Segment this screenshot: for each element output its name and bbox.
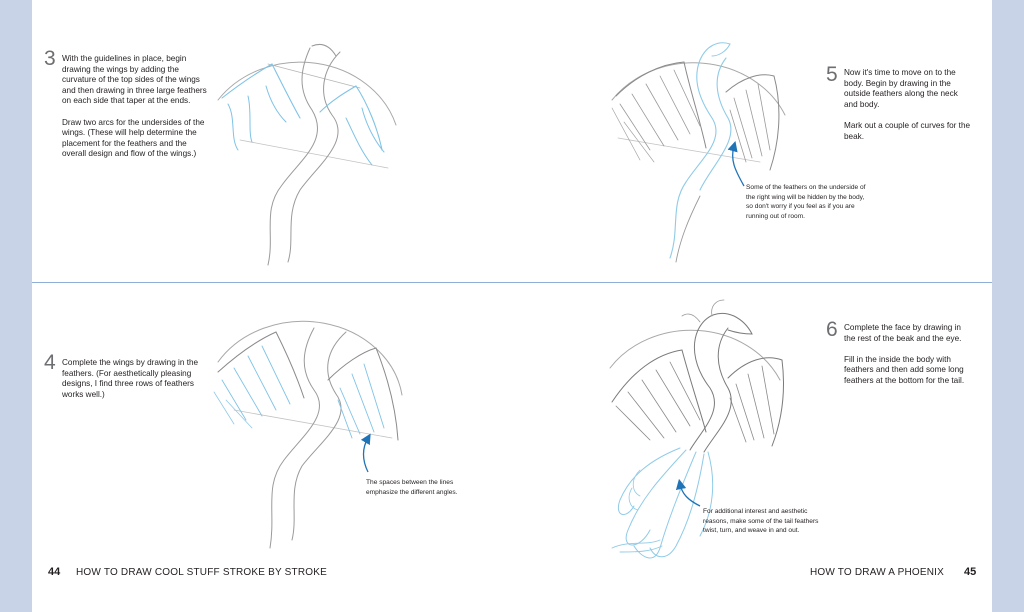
- step-5-paragraph-2: Mark out a couple of curves for the beak…: [844, 120, 971, 141]
- section-divider: [32, 282, 992, 283]
- step-3-paragraph-2: Draw two arcs for the undersides of the …: [62, 117, 205, 159]
- step-6-caption: For additional interest and aesthetic re…: [703, 508, 819, 534]
- step-4-text: Complete the wings by drawing in the fea…: [62, 358, 202, 411]
- right-page-edge: [992, 0, 1024, 612]
- step-5-caption: Some of the feathers on the underside of…: [746, 184, 866, 220]
- step-3-paragraph-1: With the guidelines in place, begin draw…: [62, 54, 207, 106]
- right-page-number: 45: [964, 566, 977, 578]
- step-4-caption: The spaces between the lines emphasize t…: [366, 479, 458, 496]
- step-6-number: 6: [826, 318, 838, 341]
- step-3-text: With the guidelines in place, begin draw…: [62, 54, 208, 171]
- left-page-number: 44: [48, 566, 61, 578]
- step-4-number: 4: [44, 351, 56, 374]
- step-5-arrow: [727, 140, 745, 187]
- step-5-paragraph-1: Now it's time to move on to the body. Be…: [844, 68, 958, 109]
- step-4-paragraph-1: Complete the wings by drawing in the fea…: [62, 358, 199, 399]
- step-5-drawing: [611, 42, 786, 263]
- step-6-drawing: [609, 299, 784, 559]
- step-6-paragraph-2: Fill in the inside the body with feather…: [844, 354, 965, 385]
- step-6-text: Complete the face by drawing in the rest…: [844, 323, 972, 397]
- step-6-arrow: [675, 478, 701, 507]
- left-page-edge: [0, 0, 32, 612]
- right-running-title: HOW TO DRAW A PHOENIX: [809, 567, 944, 578]
- step-5-text: Now it's time to move on to the body. Be…: [844, 68, 972, 153]
- step-3-drawing: [217, 43, 397, 266]
- step-5-number: 5: [826, 63, 838, 86]
- left-running-title: HOW TO DRAW COOL STUFF STROKE BY STROKE: [76, 567, 327, 578]
- step-4-drawing: [213, 320, 403, 549]
- step-4-arrow: [360, 433, 371, 473]
- step-3-number: 3: [44, 47, 56, 70]
- step-6-paragraph-1: Complete the face by drawing in the rest…: [844, 323, 962, 343]
